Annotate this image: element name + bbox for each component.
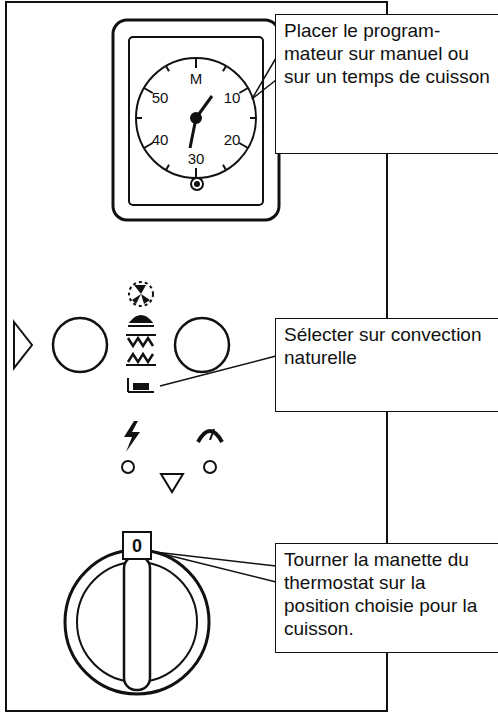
dial-number: 10 xyxy=(224,90,241,105)
dial-tick xyxy=(144,143,153,148)
dial-ticks xyxy=(136,58,256,178)
timer-screw xyxy=(191,178,203,190)
dial-number: 20 xyxy=(224,132,241,147)
selector-knob xyxy=(53,318,107,372)
knob-position: 0 xyxy=(132,537,142,555)
dial-tick xyxy=(144,88,153,93)
dial-tick xyxy=(223,66,226,71)
callout-box: Placer le program- mateur sur manuel ou … xyxy=(275,14,498,154)
dial-tick xyxy=(195,168,197,178)
dial-number: 50 xyxy=(152,90,169,105)
dial-tick xyxy=(166,165,169,170)
thermostat-knob xyxy=(65,550,209,694)
power-symbol xyxy=(124,421,140,452)
fan-symbol xyxy=(129,282,153,306)
timer-frame xyxy=(113,20,279,220)
bottom-heat-symbol xyxy=(128,378,154,392)
dial-tick xyxy=(223,165,226,170)
dial-number: 40 xyxy=(152,132,169,147)
callout-text: Placer le program- mateur sur manuel ou … xyxy=(284,19,494,88)
dial-tick xyxy=(239,143,248,148)
callout-box: Tourner la manette du thermostat sur la … xyxy=(275,543,498,653)
dial-tick xyxy=(250,117,256,119)
leader-line xyxy=(155,552,276,582)
thermostat-symbol xyxy=(210,429,214,440)
index-triangle xyxy=(161,474,183,492)
knob-index-tab xyxy=(123,532,151,559)
dial-number: M xyxy=(190,71,203,86)
pointer-triangle xyxy=(14,322,32,368)
thermostat-symbol xyxy=(198,431,222,442)
dial-hub xyxy=(191,113,201,123)
dial-tick xyxy=(166,66,169,71)
selector-knob xyxy=(175,318,229,372)
callout-box: Sélecter sur convection naturelle xyxy=(275,318,498,412)
callout-text: Sélecter sur convection naturelle xyxy=(284,323,494,369)
dial-number: 30 xyxy=(188,151,205,166)
leader-line xyxy=(252,80,276,99)
knob-grip xyxy=(124,556,150,690)
dial-tick xyxy=(239,88,248,93)
lamp-symbol xyxy=(128,316,154,326)
dial-tick xyxy=(195,58,197,68)
leader-line xyxy=(155,552,276,566)
leader-line xyxy=(160,356,276,386)
callout-text: Tourner la manette du thermostat sur la … xyxy=(284,548,494,640)
heating-element-symbol xyxy=(126,335,156,365)
leader-line xyxy=(252,58,276,99)
indicator-light xyxy=(204,461,216,473)
timer-screw xyxy=(195,182,199,186)
timer-window xyxy=(129,37,263,205)
dial-tick xyxy=(136,117,142,119)
indicator-light xyxy=(122,461,134,473)
timer-dial xyxy=(136,58,256,178)
